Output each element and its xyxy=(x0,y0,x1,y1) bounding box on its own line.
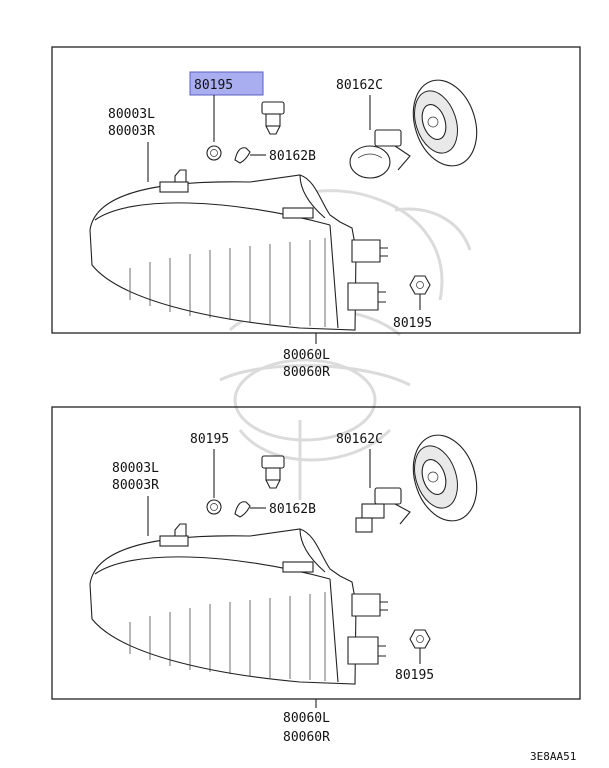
wedge-bulb-icon xyxy=(234,501,251,518)
dust-cover-icon xyxy=(412,434,478,522)
label-part-80162b[interactable]: 80162B xyxy=(269,149,316,164)
label-part-80195-nut[interactable]: 80195 xyxy=(395,668,434,683)
label-part-80060l[interactable]: 80060L xyxy=(283,348,330,363)
headlight-bulb-icon xyxy=(355,487,411,533)
label-part-80195-socket[interactable]: 80195 xyxy=(190,432,229,447)
label-part-80060r[interactable]: 80060R xyxy=(283,730,330,745)
headlight-bulb-icon xyxy=(349,129,411,179)
selected-part-highlight xyxy=(189,71,264,96)
grommet-icon xyxy=(206,145,222,161)
label-part-80003r[interactable]: 80003R xyxy=(112,478,159,493)
label-part-80060r[interactable]: 80060R xyxy=(283,365,330,380)
panel-top: 80195 80003L 80003R 80162C 80162B 80195 … xyxy=(51,46,581,380)
label-part-80162c[interactable]: 80162C xyxy=(336,78,383,93)
label-part-80060l[interactable]: 80060L xyxy=(283,711,330,726)
label-part-80162c[interactable]: 80162C xyxy=(336,432,383,447)
headlamp-housing-icon xyxy=(89,169,388,331)
label-part-80162b[interactable]: 80162B xyxy=(269,502,316,517)
label-part-80195-nut[interactable]: 80195 xyxy=(393,316,432,331)
label-part-80003l[interactable]: 80003L xyxy=(108,107,155,122)
headlamp-housing-icon xyxy=(89,523,388,685)
diagram-code: 3E8AA51 xyxy=(530,750,576,763)
bulb-socket-icon xyxy=(261,455,285,489)
hex-nut-icon xyxy=(409,629,431,649)
label-part-80003r[interactable]: 80003R xyxy=(108,124,155,139)
label-part-80003l[interactable]: 80003L xyxy=(112,461,159,476)
bulb-socket-icon xyxy=(261,101,285,135)
hex-nut-icon xyxy=(409,275,431,295)
wedge-bulb-icon xyxy=(234,147,251,164)
grommet-icon xyxy=(206,499,222,515)
dust-cover-icon xyxy=(412,79,478,167)
panel-bottom: 80195 80003L 80003R 80162C 80162B 80195 … xyxy=(51,406,581,745)
label-part-80195-socket[interactable]: 80195 xyxy=(194,78,233,93)
